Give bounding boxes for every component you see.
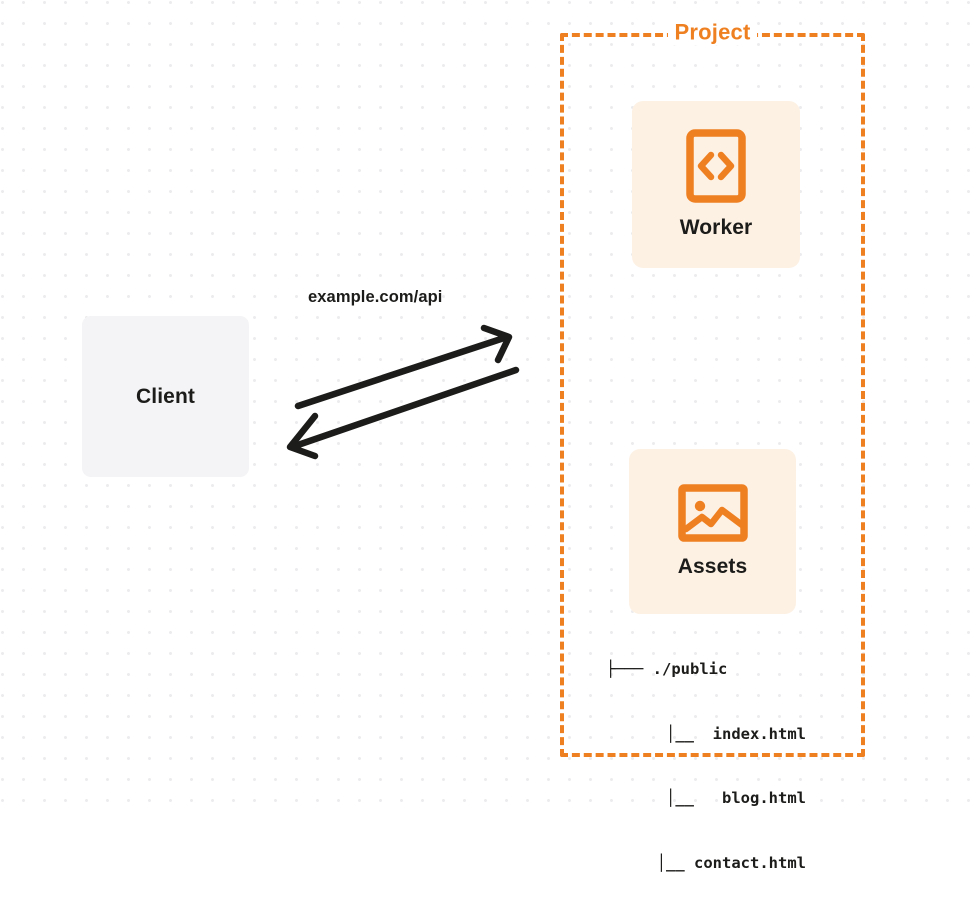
code-brackets-icon	[686, 129, 746, 203]
assets-card[interactable]: Assets	[629, 449, 796, 614]
diagram-canvas: Client example.com/api Project Worker	[0, 0, 980, 872]
arrow-to-project-icon	[294, 324, 513, 410]
arrow-to-client-icon	[286, 366, 520, 460]
project-container: Project	[560, 19, 865, 757]
project-title: Project	[667, 19, 758, 46]
file-tree-row-root: ├─── ./public	[606, 660, 728, 678]
connection-arrows	[286, 324, 520, 460]
worker-card[interactable]: Worker	[632, 101, 800, 268]
connection-label: example.com/api	[308, 288, 443, 306]
client-node[interactable]: Client	[82, 316, 249, 477]
client-node-label: Client	[136, 384, 195, 408]
image-picture-icon	[677, 484, 748, 542]
worker-card-label: Worker	[679, 216, 753, 239]
file-tree-row: │__ contact.html	[656, 853, 806, 872]
file-tree-row: │__ index.html	[666, 724, 806, 743]
assets-card-label: Assets	[677, 555, 748, 578]
asset-file-tree: ├─── ./public │__ index.html │__ blog.ht…	[606, 616, 806, 917]
file-tree-row: │__ blog.html	[666, 789, 806, 807]
